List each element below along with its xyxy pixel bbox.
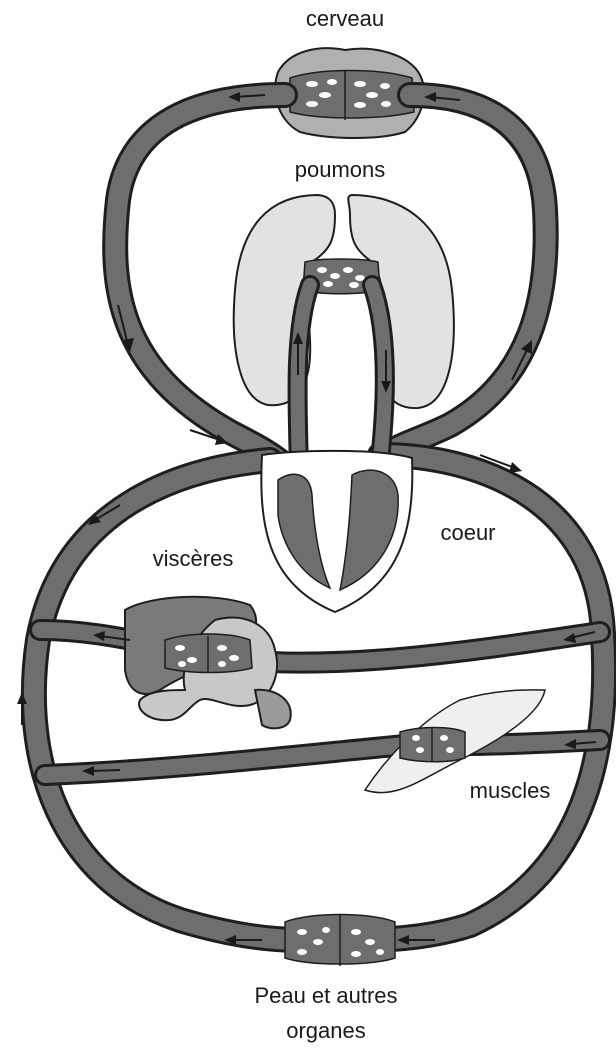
- brain-capillary-bed: [290, 71, 414, 119]
- heart: [261, 451, 412, 612]
- label-lungs: poumons: [295, 157, 386, 182]
- left-lung: [234, 195, 335, 405]
- label-skin-line1: Peau et autres: [254, 983, 397, 1008]
- label-muscles: muscles: [470, 778, 551, 803]
- label-skin-line2: organes: [286, 1018, 366, 1043]
- viscera: [125, 597, 291, 728]
- label-brain: cerveau: [306, 6, 384, 31]
- stomach: [255, 690, 291, 729]
- label-viscera: viscères: [153, 546, 234, 571]
- label-heart: coeur: [440, 520, 495, 545]
- lungs: [234, 195, 454, 408]
- right-lung: [348, 195, 454, 408]
- skin-capillary-bed: [285, 914, 395, 966]
